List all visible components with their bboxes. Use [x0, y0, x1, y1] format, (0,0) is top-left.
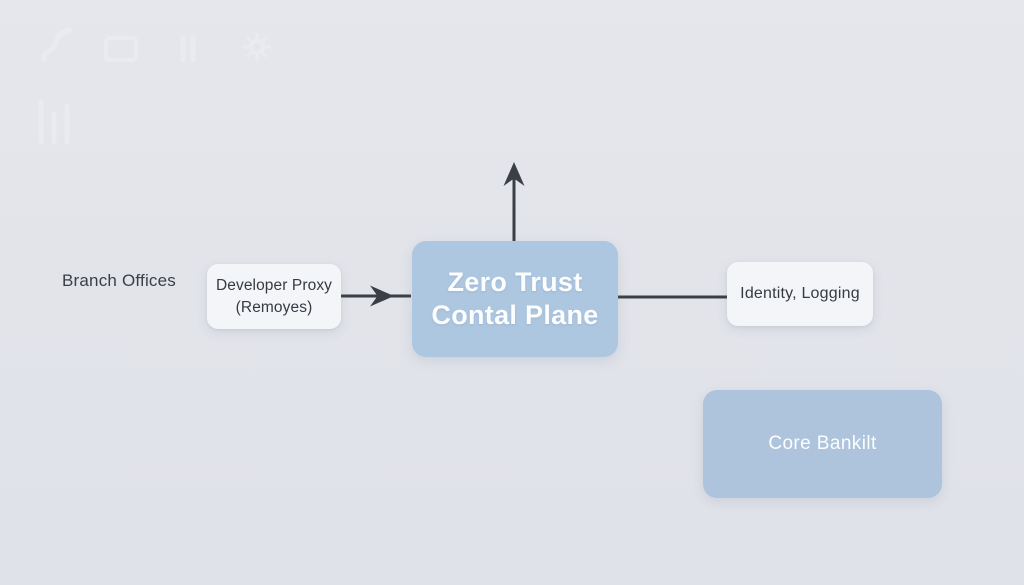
- gear-icon: [242, 32, 272, 62]
- developer-proxy-label-line2: (Remoyes): [235, 298, 313, 316]
- identity-logging-node: Identity, Logging: [727, 262, 873, 326]
- developer-proxy-label-line1: Developer Proxy: [215, 276, 333, 294]
- core-banking-node: Core Bankilt: [703, 390, 942, 498]
- zero-trust-control-plane-node: Zero Trust Contal Plane: [412, 241, 618, 357]
- developer-proxy-node: Developer Proxy (Remoyes): [207, 264, 341, 329]
- core-banking-label: Core Bankilt: [768, 433, 877, 454]
- squiggle-icon: [40, 28, 74, 66]
- branch-offices-label: Branch Offices: [62, 271, 176, 290]
- control-plane-label-line2: Contal Plane: [431, 300, 599, 330]
- image-icon: [104, 36, 138, 62]
- edge-proxy-to-controlplane: [341, 285, 411, 307]
- bar-chart-icon: [36, 100, 74, 144]
- control-plane-label-line1: Zero Trust: [447, 267, 583, 297]
- pause-icon: [177, 36, 199, 62]
- edge-controlplane-up: [503, 162, 525, 243]
- identity-logging-label: Identity, Logging: [740, 285, 860, 302]
